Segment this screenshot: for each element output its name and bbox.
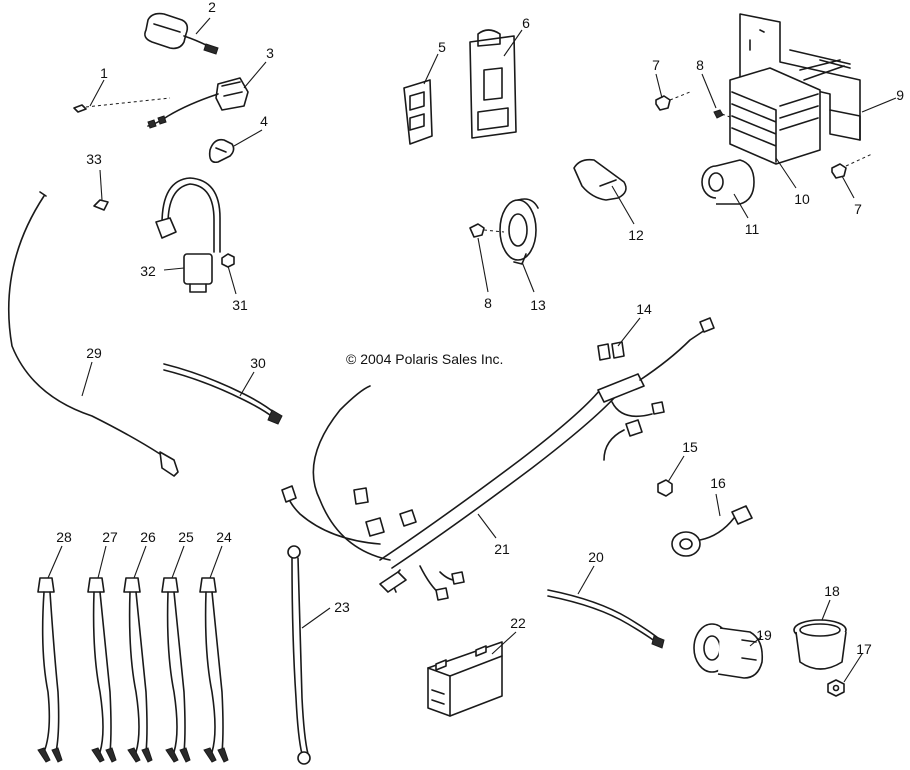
part-13-horn bbox=[499, 198, 539, 265]
part-18-gauge bbox=[793, 619, 847, 670]
callout-20: 20 bbox=[588, 549, 604, 565]
callout-4: 4 bbox=[260, 113, 268, 129]
part-19-socket bbox=[693, 623, 764, 679]
callout-3: 3 bbox=[266, 45, 274, 61]
part-2-switch bbox=[144, 12, 219, 55]
callout-12: 12 bbox=[628, 227, 644, 243]
part-6-fuse-box bbox=[469, 29, 517, 139]
part-15-nut bbox=[657, 479, 673, 497]
callout-6: 6 bbox=[522, 15, 530, 31]
callout-28: 28 bbox=[56, 529, 72, 545]
callout-13: 13 bbox=[530, 297, 546, 313]
callout-11: 11 bbox=[745, 221, 760, 237]
part-32-ignition-coil bbox=[155, 177, 221, 293]
callout-14: 14 bbox=[636, 301, 652, 317]
callout-8-lower: 8 bbox=[484, 295, 492, 311]
part-30-ground-strap bbox=[163, 363, 283, 425]
callout-22: 22 bbox=[510, 615, 526, 631]
callout-labels: 1 2 3 4 5 6 7 8 9 10 11 7 12 13 8 33 32 … bbox=[56, 0, 904, 657]
part-20-cable bbox=[547, 589, 665, 649]
part-31-nut bbox=[221, 253, 235, 268]
part-7-bolt-lower bbox=[831, 153, 873, 179]
callout-17: 17 bbox=[856, 641, 872, 657]
part-12-cover bbox=[573, 158, 627, 201]
callout-33: 33 bbox=[86, 151, 102, 167]
part-25-pigtail bbox=[161, 577, 191, 763]
callout-31: 31 bbox=[232, 297, 248, 313]
callout-19: 19 bbox=[756, 627, 772, 643]
callout-10: 10 bbox=[794, 191, 810, 207]
callout-1: 1 bbox=[100, 65, 108, 81]
part-21-wire-harness bbox=[281, 317, 715, 601]
callout-15: 15 bbox=[682, 439, 698, 455]
callout-29: 29 bbox=[86, 345, 102, 361]
part-33-pin bbox=[93, 199, 109, 211]
callout-24: 24 bbox=[216, 529, 232, 545]
callout-7-upper: 7 bbox=[652, 57, 660, 73]
part-26-pigtail bbox=[123, 577, 153, 763]
callout-18: 18 bbox=[824, 583, 840, 599]
part-11-socket bbox=[701, 159, 755, 205]
callout-26: 26 bbox=[140, 529, 156, 545]
part-23-battery-cable bbox=[287, 545, 311, 765]
copyright-notice: © 2004 Polaris Sales Inc. bbox=[346, 351, 503, 367]
leader-lines bbox=[47, 17, 897, 683]
part-29-cable bbox=[7, 191, 179, 477]
part-9-bracket bbox=[739, 13, 861, 141]
callout-7-lower: 7 bbox=[854, 201, 862, 217]
part-3-relay bbox=[147, 77, 249, 129]
part-14-fuses bbox=[597, 341, 625, 361]
part-27-pigtail bbox=[87, 577, 117, 763]
part-5-fuse-block bbox=[403, 79, 433, 145]
callout-16: 16 bbox=[710, 475, 726, 491]
callout-27: 27 bbox=[102, 529, 118, 545]
part-4-bulb bbox=[208, 138, 235, 164]
callout-5: 5 bbox=[438, 39, 446, 55]
callout-32: 32 bbox=[140, 263, 156, 279]
callout-21: 21 bbox=[494, 541, 510, 557]
callout-23: 23 bbox=[334, 599, 350, 615]
part-8-screw-lower bbox=[469, 223, 505, 238]
part-10-regulator bbox=[729, 67, 821, 165]
part-28-pigtail bbox=[37, 577, 63, 763]
part-1-terminal bbox=[73, 97, 171, 113]
part-24-pigtail bbox=[199, 577, 229, 763]
callout-8-upper: 8 bbox=[696, 57, 704, 73]
callout-30: 30 bbox=[250, 355, 266, 371]
part-17-nut bbox=[827, 679, 845, 697]
callout-2: 2 bbox=[208, 0, 216, 15]
part-16-switch bbox=[671, 505, 753, 557]
part-7-bolt-upper bbox=[655, 91, 691, 111]
callout-9: 9 bbox=[896, 87, 904, 103]
part-22-battery bbox=[427, 641, 503, 717]
callout-25: 25 bbox=[178, 529, 194, 545]
